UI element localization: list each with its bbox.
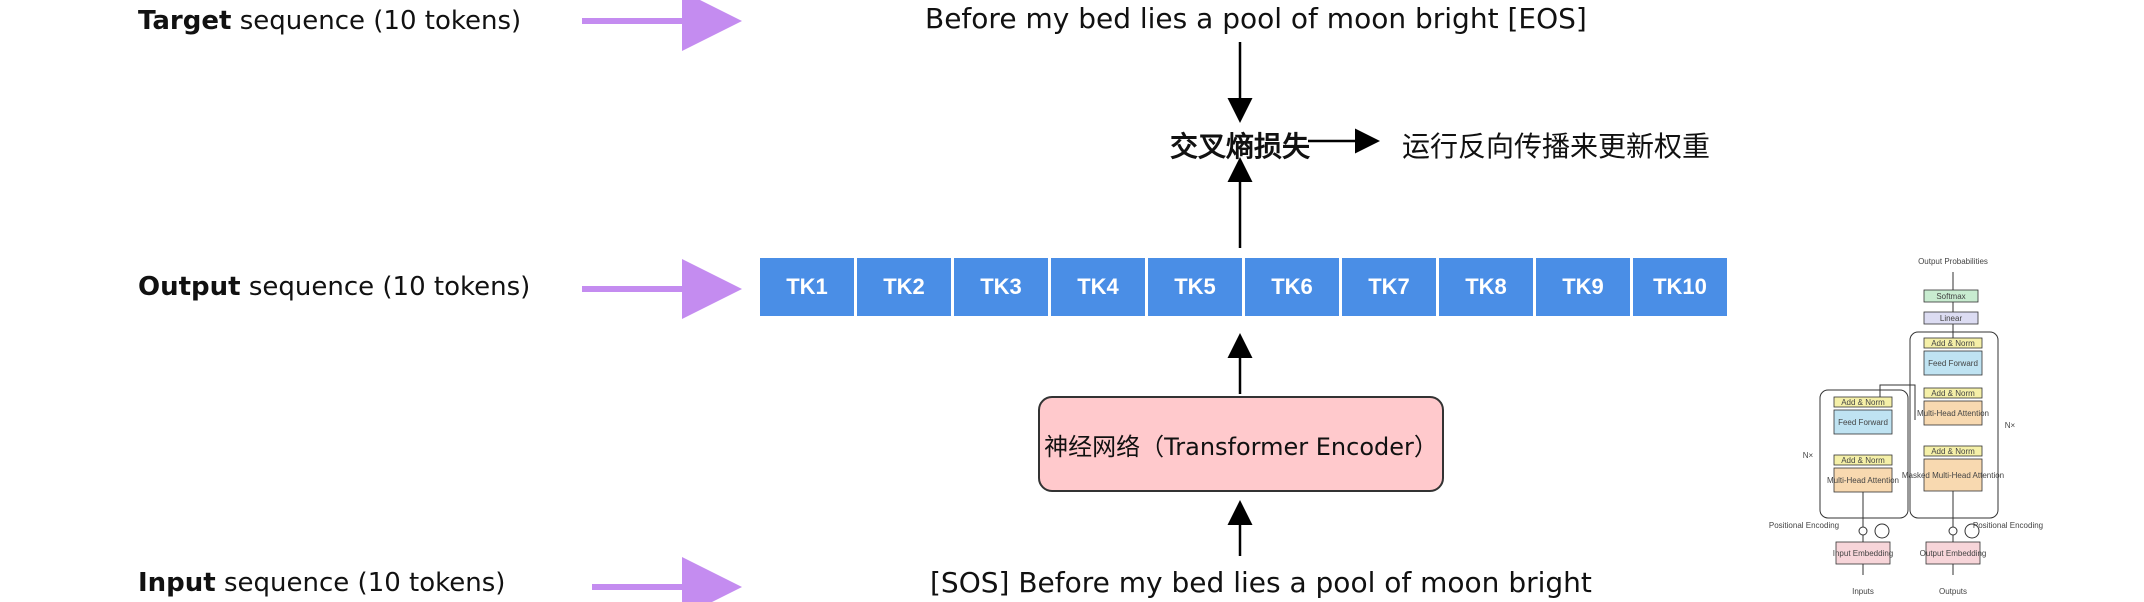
- token-box: TK8: [1439, 258, 1533, 316]
- output-token-row: TK1 TK2 TK3 TK4 TK5 TK6 TK7 TK8 TK9 TK10: [760, 258, 1730, 316]
- target-label-rest: sequence (10 tokens): [231, 6, 522, 36]
- thumb-add-norm: Add & Norm: [1931, 389, 1975, 398]
- thumb-feed-forward: Feed Forward: [1838, 418, 1888, 427]
- thumb-add-norm: Add & Norm: [1931, 339, 1975, 348]
- token-box: TK3: [954, 258, 1048, 316]
- target-label-bold: Target: [138, 6, 232, 36]
- token-box: TK9: [1536, 258, 1630, 316]
- thumb-feed-forward: Feed Forward: [1928, 359, 1978, 368]
- token-box: TK4: [1051, 258, 1145, 316]
- thumb-output-probabilities: Output Probabilities: [1918, 257, 1988, 266]
- encoder-stack-outline: [1819, 389, 1909, 519]
- thumb-add-norm: Add & Norm: [1841, 456, 1885, 465]
- token-box: TK5: [1148, 258, 1242, 316]
- thumb-nx-left: N×: [1803, 451, 1814, 460]
- thumb-multi-head-attention: Multi-Head Attention: [1827, 476, 1899, 485]
- thumb-add-norm: Add & Norm: [1931, 447, 1975, 456]
- thumb-linear: Linear: [1940, 314, 1963, 323]
- token-box: TK2: [857, 258, 951, 316]
- thumb-positional-encoding-right: Positional Encoding: [1973, 521, 2043, 530]
- thumb-inputs: Inputs: [1852, 587, 1874, 596]
- backprop-label: 运行反向传播来更新权重: [1402, 130, 1711, 163]
- output-label-bold: Output: [138, 272, 241, 302]
- input-label-rest: sequence (10 tokens): [215, 568, 506, 598]
- thumb-positional-encoding-left: Positional Encoding: [1769, 521, 1839, 530]
- thumb-multi-head-attention: Multi-Head Attention: [1917, 409, 1989, 418]
- target-row-label: Target sequence (10 tokens): [138, 6, 521, 36]
- token-box: TK6: [1245, 258, 1339, 316]
- output-row-label: Output sequence (10 tokens): [138, 272, 530, 302]
- encoder-box: 神经网络（Transformer Encoder）: [1038, 396, 1444, 492]
- token-box: TK1: [760, 258, 854, 316]
- input-label-bold: Input: [138, 568, 216, 598]
- decoder-stack-outline: [1909, 331, 1999, 519]
- thumb-input-embedding: Input Embedding: [1833, 549, 1894, 558]
- thumb-output-embedding: Output Embedding: [1920, 549, 1987, 558]
- target-sequence: Before my bed lies a pool of moon bright…: [925, 2, 1587, 35]
- token-box: TK7: [1342, 258, 1436, 316]
- encoder-label: 神经网络（Transformer Encoder）: [1044, 432, 1438, 461]
- thumb-masked-attention: Masked Multi-Head Attention: [1902, 471, 2004, 480]
- output-label-rest: sequence (10 tokens): [240, 272, 531, 302]
- input-row-label: Input sequence (10 tokens): [138, 568, 505, 598]
- input-sequence: [SOS] Before my bed lies a pool of moon …: [930, 566, 1592, 599]
- thumb-nx-right: N×: [2005, 421, 2016, 430]
- thumb-add-norm: Add & Norm: [1841, 398, 1885, 407]
- token-box: TK10: [1633, 258, 1727, 316]
- thumb-softmax: Softmax: [1936, 292, 1965, 301]
- thumb-outputs: Outputs: [1939, 587, 1967, 596]
